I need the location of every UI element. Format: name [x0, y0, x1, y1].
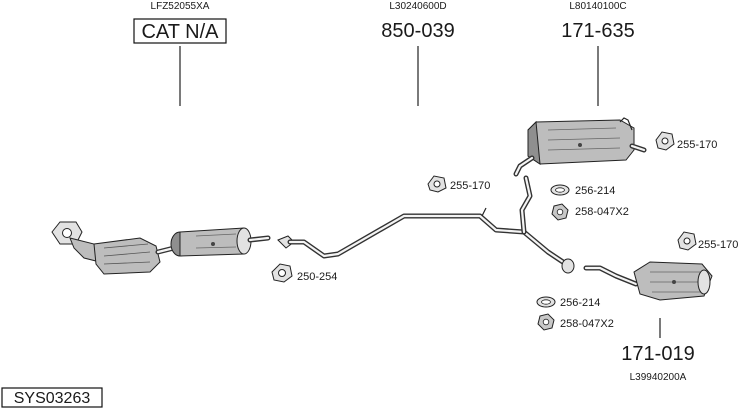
- label-rear-256-214: 256-214: [575, 185, 615, 197]
- part-850-039: 850-039: [381, 20, 454, 42]
- part-171-019: 171-019: [621, 343, 694, 365]
- ref-l30240600d: L30240600D: [389, 1, 446, 12]
- rear-hanger-icon: [655, 131, 675, 151]
- label-250-254: 250-254: [297, 271, 337, 283]
- mid-pipe: [277, 175, 575, 274]
- label-lower-258-047x2: 258-047X2: [560, 318, 614, 330]
- label-rear-258-047x2: 258-047X2: [575, 206, 629, 218]
- ref-l39940200a: L39940200A: [630, 372, 687, 383]
- center-hanger: [427, 175, 447, 193]
- front-hanger: [271, 263, 293, 283]
- part-171-635: 171-635: [561, 20, 634, 42]
- part-cat-na: CAT N/A: [141, 21, 219, 43]
- label-center-255-170: 255-170: [450, 180, 490, 192]
- rear-gasket-icon: [550, 184, 570, 196]
- lower-gasket-icon: [536, 296, 556, 308]
- rear-muffler: [513, 117, 647, 177]
- label-rear-255-170: 255-170: [677, 139, 717, 151]
- rear-nut-icon: [551, 203, 569, 221]
- cat-na-box: [133, 18, 227, 44]
- ref-lfz52055xa: LFZ52055XA: [151, 1, 210, 12]
- front-catalyst-assembly: [51, 221, 271, 275]
- system-code: SYS03263: [14, 390, 91, 407]
- system-code-box: [1, 387, 103, 408]
- lower-catalyst: [583, 261, 713, 301]
- lower-hanger-icon: [677, 231, 697, 251]
- label-lower-255-170: 255-170: [698, 239, 738, 251]
- lower-nut-icon: [537, 313, 555, 331]
- label-lower-256-214: 256-214: [560, 297, 600, 309]
- ref-l80140100c: L80140100C: [569, 1, 626, 12]
